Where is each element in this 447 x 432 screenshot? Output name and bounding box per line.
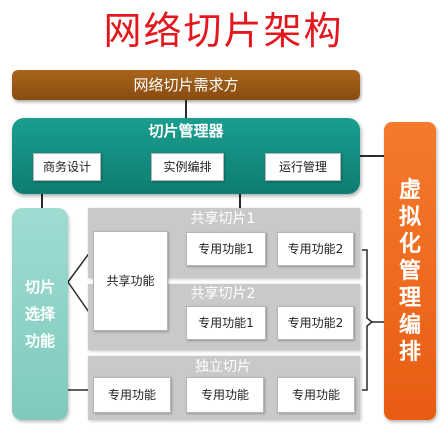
diagram-title: 网络切片架构 bbox=[103, 9, 344, 53]
business-design-box: 商务设计 bbox=[33, 153, 101, 181]
independent-slice-title: 独立切片 bbox=[195, 359, 251, 375]
slice1-dedicated-function-1: 专用功能1 bbox=[186, 232, 266, 266]
instance-orchestration-box: 实例编排 bbox=[151, 153, 224, 181]
slice-demand-bar: 网络切片需求方 bbox=[12, 70, 360, 100]
operation-management-box: 运行管理 bbox=[265, 153, 341, 181]
independent-function-2: 专用功能 bbox=[186, 377, 264, 413]
slice2-dedicated-function-1: 专用功能1 bbox=[186, 306, 266, 340]
independent-function-3: 专用功能 bbox=[277, 377, 355, 413]
slice2-dedicated-function-2: 专用功能2 bbox=[277, 306, 354, 340]
shared-function-box: 共享功能 bbox=[93, 231, 168, 331]
independent-function-1: 专用功能 bbox=[93, 377, 171, 413]
slice-selection-panel: 切片选择功能 bbox=[12, 208, 68, 420]
virtualization-orchestration-label: 虚拟化管理编排 bbox=[398, 177, 421, 365]
virtualization-orchestration-panel: 虚拟化管理编排 bbox=[384, 122, 436, 420]
shared-slice-2-title: 共享切片2 bbox=[190, 286, 256, 302]
slice-manager-title: 切片管理器 bbox=[148, 122, 224, 140]
shared-slice-1-title: 共享切片1 bbox=[190, 211, 256, 227]
slice-selection-label: 切片选择功能 bbox=[24, 277, 55, 350]
slice1-dedicated-function-2: 专用功能2 bbox=[277, 232, 354, 266]
